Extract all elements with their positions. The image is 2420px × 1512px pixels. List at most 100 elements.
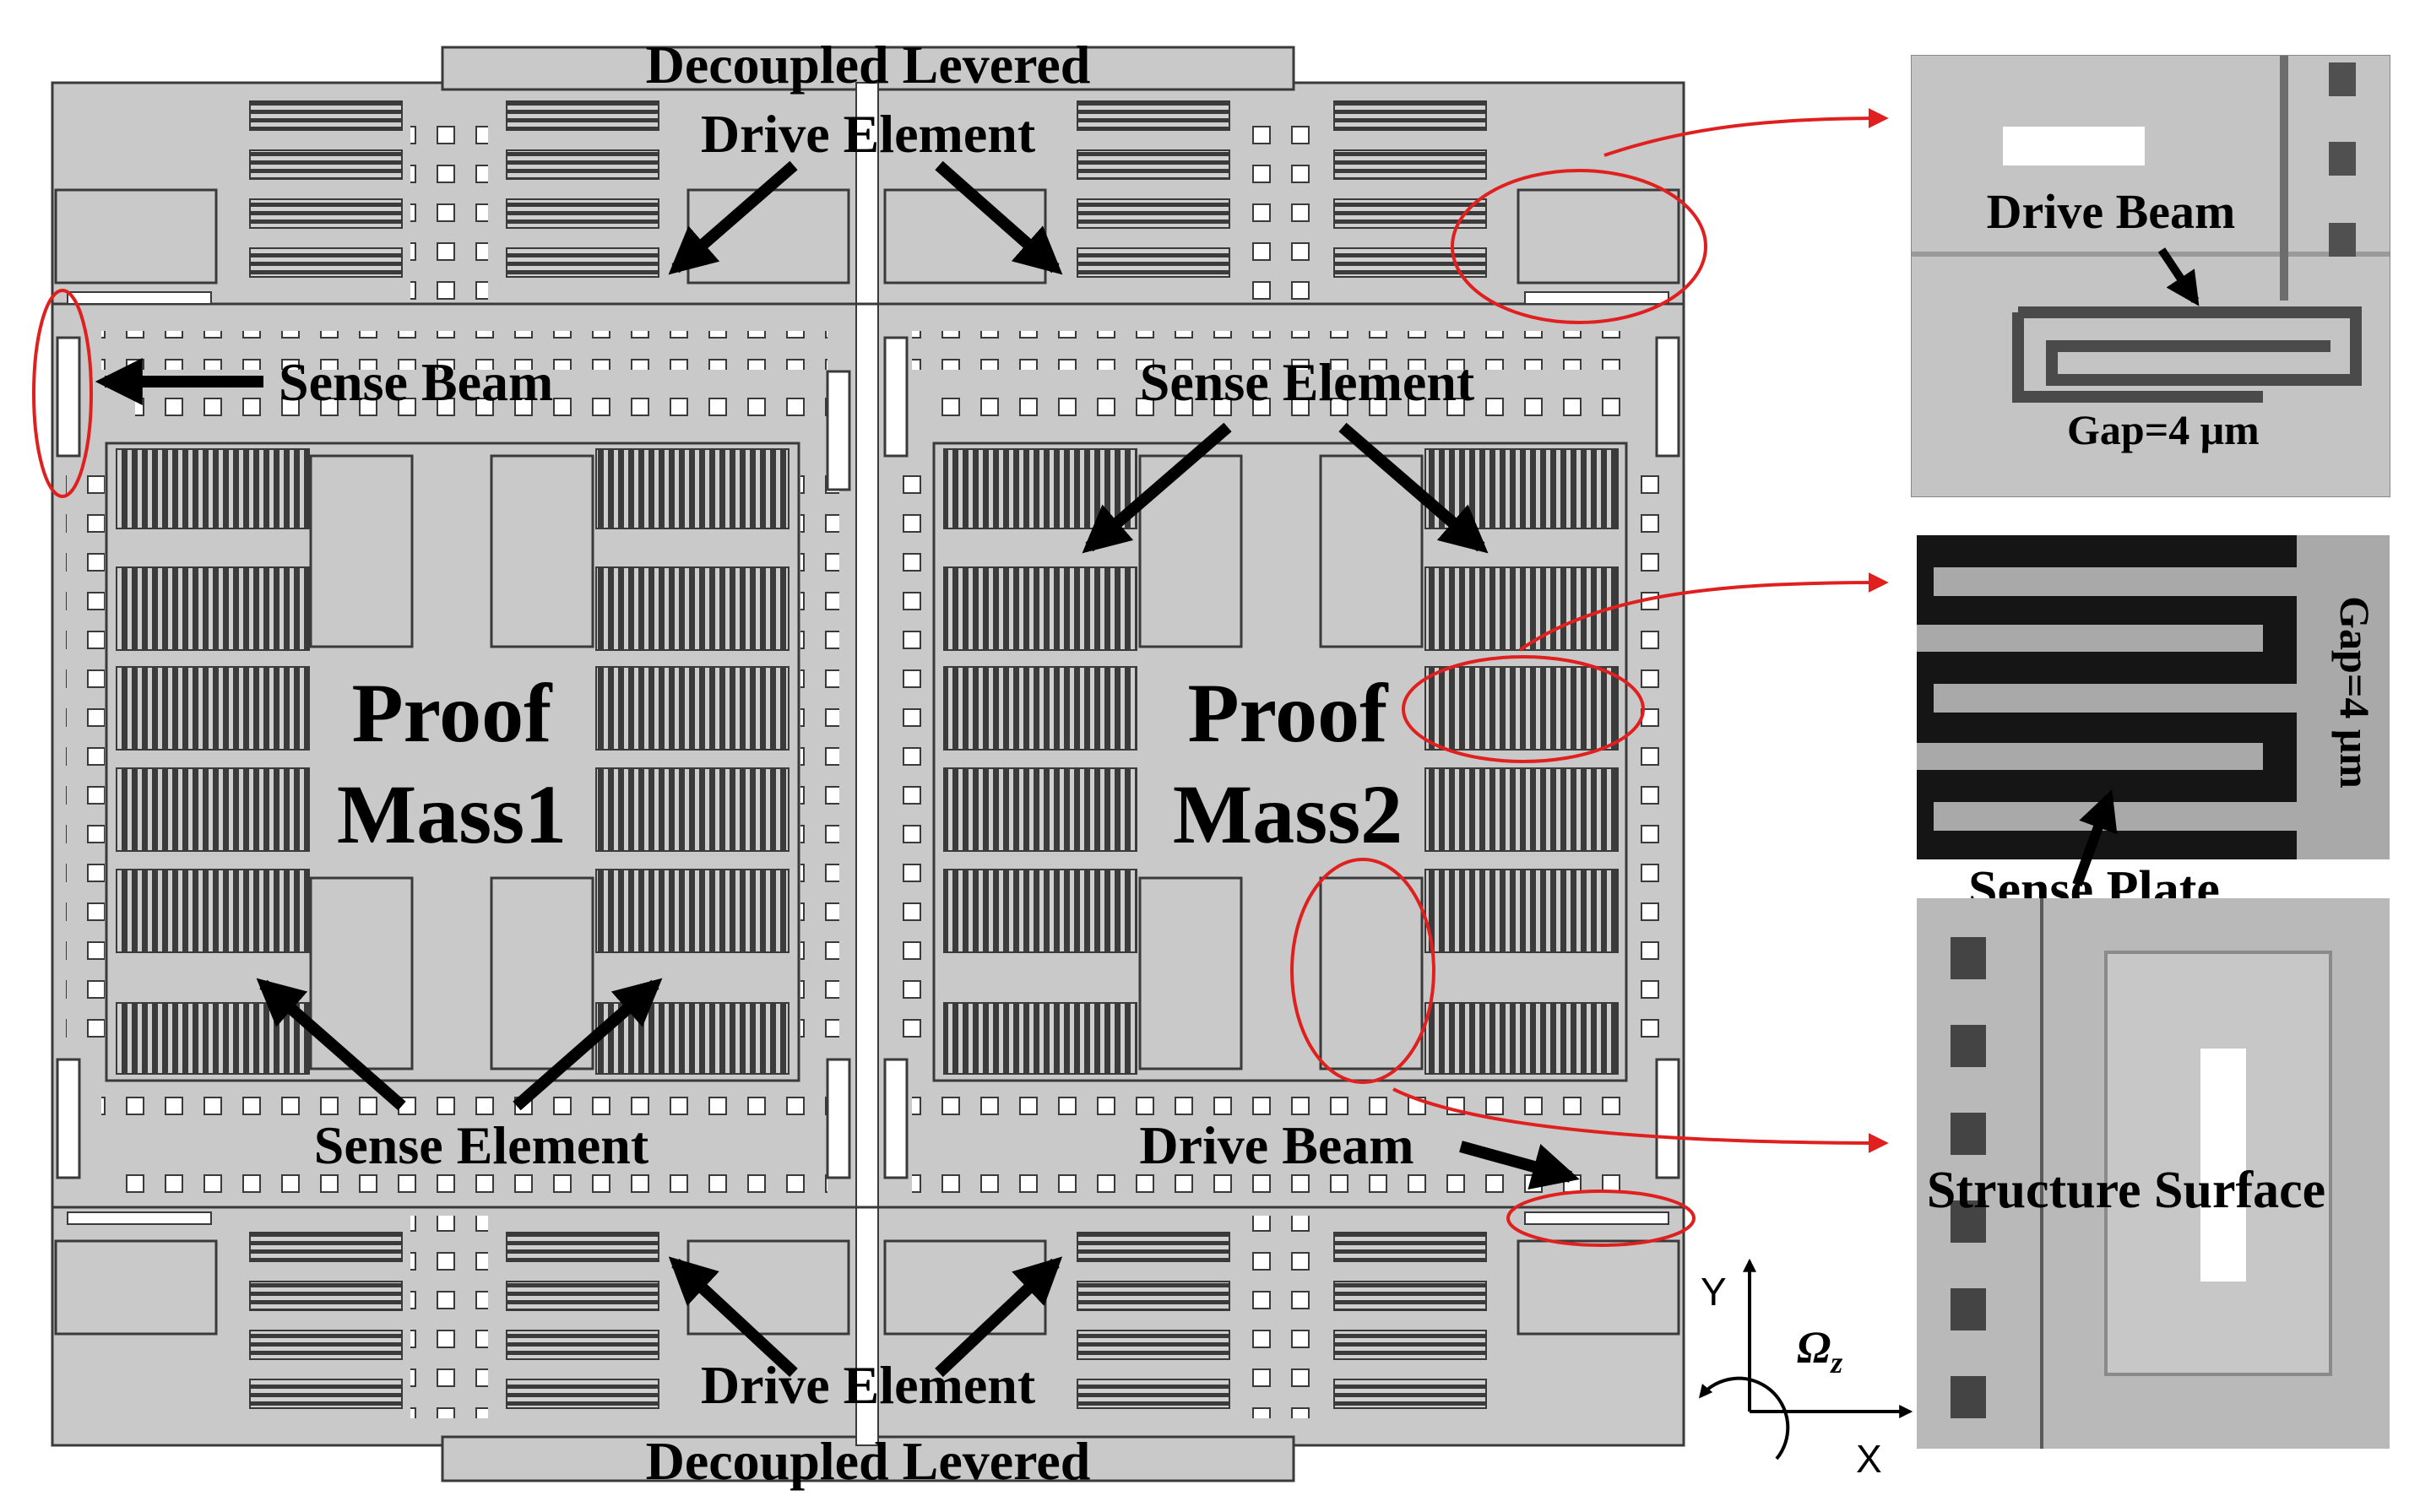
omega-subscript: z	[1829, 1346, 1842, 1379]
highlight-drive-beam-top	[1451, 169, 1707, 324]
lever-holes	[410, 118, 488, 312]
drive-comb	[1077, 247, 1230, 278]
drive-comb	[1077, 149, 1230, 180]
frame-holes	[929, 397, 1621, 436]
sense-comb	[116, 666, 310, 751]
drive-comb	[506, 1379, 659, 1409]
label-proof-2: Proof	[1188, 666, 1390, 760]
electrode-block	[309, 454, 414, 648]
label-decoupled-levered-top: Decoupled Levered	[646, 35, 1091, 95]
drive-comb	[506, 198, 659, 229]
drive-comb	[506, 1232, 659, 1262]
arrow-sense-element-bottom-left	[256, 978, 406, 1111]
frame-holes	[66, 473, 105, 1055]
drive-comb	[249, 1379, 403, 1409]
sense-comb	[116, 1002, 310, 1075]
drive-comb	[1077, 1281, 1230, 1311]
drive-comb	[249, 247, 403, 278]
label-decoupled-levered-bottom: Decoupled Levered	[646, 1431, 1091, 1491]
drive-comb	[1333, 247, 1487, 278]
sense-comb	[943, 1002, 1137, 1075]
frame-holes	[800, 473, 839, 1055]
frame-holes	[912, 331, 1638, 370]
highlight-sense-beam	[32, 289, 93, 498]
frame-holes	[118, 1157, 827, 1195]
label-proof-1: Proof	[352, 666, 554, 760]
inset-structure-surface	[1917, 898, 2390, 1449]
sense-beam-spring	[883, 336, 909, 458]
sense-comb	[116, 448, 310, 529]
anchor-pad	[1517, 1239, 1680, 1336]
sense-comb	[943, 869, 1137, 953]
drive-comb	[506, 247, 659, 278]
rotation-arc	[1698, 1376, 1790, 1461]
label-mass2: Mass2	[1173, 767, 1403, 861]
label-drive-element-bottom: Drive Element	[701, 1355, 1036, 1415]
drive-comb	[1333, 198, 1487, 229]
sense-comb	[943, 566, 1137, 651]
frame-holes	[893, 473, 932, 1055]
anchor-pad	[686, 1239, 850, 1336]
sense-comb	[1424, 767, 1619, 852]
arrow-drive-element-bottom-right	[935, 1256, 1063, 1378]
anchor-pad	[54, 188, 218, 285]
drive-comb	[249, 149, 403, 180]
pointer-arrows	[95, 160, 1580, 1378]
drive-comb	[249, 1330, 403, 1360]
drive-comb	[1077, 198, 1230, 229]
central-slit	[855, 82, 879, 1446]
drive-beam-spring	[67, 291, 212, 305]
inset-drive-beam: Drive Beam Gap=4 μm	[1911, 55, 2390, 497]
highlight-sense-plate	[1402, 655, 1645, 763]
electrode-block	[490, 454, 594, 648]
sense-comb	[116, 869, 310, 953]
sense-comb	[595, 566, 789, 651]
sense-comb	[595, 767, 789, 852]
sense-comb	[1424, 566, 1619, 651]
axis-label-omega: Ωz	[1797, 1322, 1842, 1379]
drive-comb	[1333, 1281, 1487, 1311]
sense-comb	[1424, 666, 1619, 751]
label-sense-element-bottom: Sense Element	[314, 1115, 649, 1175]
inset-drive-beam-title: Drive Beam	[1987, 184, 2236, 239]
electrode-block	[490, 876, 594, 1070]
drive-comb	[249, 1281, 403, 1311]
axes	[1698, 1258, 1913, 1461]
sense-comb	[943, 448, 1137, 529]
label-drive-element-top: Drive Element	[701, 104, 1036, 164]
arrow-drive-beam	[1459, 1141, 1580, 1190]
sem-folded-beam	[2018, 306, 2362, 386]
sem-edge	[1912, 252, 2390, 257]
lever-holes	[1241, 1216, 1319, 1418]
inset-sense-plate: Gap=4 μm	[1917, 535, 2390, 887]
drive-comb	[1333, 149, 1487, 180]
drive-beam-spring	[1524, 291, 1669, 305]
leader-structure-surface	[1392, 1087, 1889, 1153]
frame-holes	[101, 1089, 827, 1128]
sense-comb	[595, 666, 789, 751]
axis-label-x: X	[1856, 1437, 1882, 1481]
anchor-pad	[1517, 188, 1680, 285]
arrow-sense-element-bottom-right	[513, 978, 663, 1111]
arrow-drive-element-top-right	[935, 160, 1063, 275]
sense-comb	[943, 666, 1137, 751]
sense-comb	[943, 767, 1137, 852]
drive-comb	[506, 149, 659, 180]
anchor-pad	[54, 1239, 218, 1336]
label-mass1: Mass1	[337, 767, 567, 861]
sense-comb	[116, 566, 310, 651]
drive-comb	[1077, 1232, 1230, 1262]
frame-holes	[1628, 473, 1667, 1055]
sense-comb	[116, 767, 310, 852]
drive-comb	[1077, 100, 1230, 131]
drive-comb	[506, 100, 659, 131]
sense-beam-spring	[826, 1058, 851, 1179]
leader-drive-beam	[1603, 108, 1889, 157]
sense-comb	[1424, 1002, 1619, 1075]
inset-drive-beam-gap: Gap=4 μm	[2067, 406, 2260, 453]
electrode-block	[1319, 876, 1424, 1070]
drive-comb	[249, 198, 403, 229]
gyroscope-structure	[51, 46, 1685, 1482]
drive-comb	[249, 100, 403, 131]
